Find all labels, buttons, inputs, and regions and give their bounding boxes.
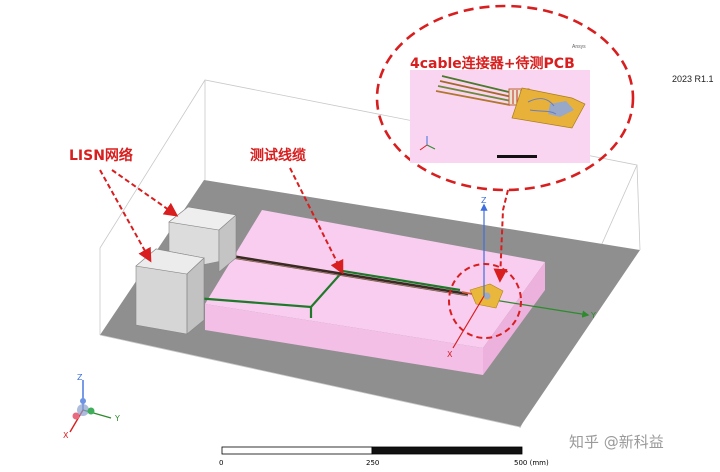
pcb-coordinate-axes: Z X Y [447, 196, 596, 359]
annotation-arrows [99, 167, 509, 283]
lisn-annotation-label: LISN网络 [69, 147, 133, 164]
inset-brand: Ansys [572, 44, 586, 50]
pcb-highlight-ellipse [448, 263, 522, 339]
global-axis-z-label: Z [77, 373, 83, 382]
board-front-face [205, 304, 483, 375]
pcb-under-test [461, 283, 504, 309]
pcb-axis-y-label: Y [590, 311, 596, 320]
inset-view: Ansys [410, 44, 590, 163]
version-label: 2023 R1.1 [672, 74, 714, 84]
inset-scale-bar [497, 155, 537, 158]
global-axis-x-label: X [63, 431, 69, 440]
inset-axis-triad [419, 136, 436, 151]
test-cable [224, 253, 469, 297]
board-right-face [483, 262, 545, 375]
bounding-box-front-edges [99, 334, 521, 428]
inset-pcb [511, 87, 586, 129]
cable-annotation-label: 测试线缆 [250, 147, 306, 164]
global-axis-triad: Z Y X [63, 373, 120, 440]
global-axis-y-label: Y [114, 414, 120, 423]
lisn-box-rear [168, 206, 237, 273]
inset-highlight-ellipse [375, 4, 635, 192]
scale-bar: 0 250 500 (mm) [219, 446, 549, 467]
pcb-axis-z-label: Z [481, 196, 487, 205]
watermark: 知乎 @新科益 [569, 433, 664, 451]
scale-label-500: 500 (mm) [514, 459, 549, 467]
green-cable [194, 269, 461, 318]
scale-label-0: 0 [219, 459, 223, 467]
inset-annotation-label: 4cable连接器+待测PCB [410, 55, 575, 72]
pcb-axis-x-label: X [447, 350, 453, 359]
scale-label-250: 250 [366, 459, 379, 467]
lisn-box-front [135, 248, 205, 335]
